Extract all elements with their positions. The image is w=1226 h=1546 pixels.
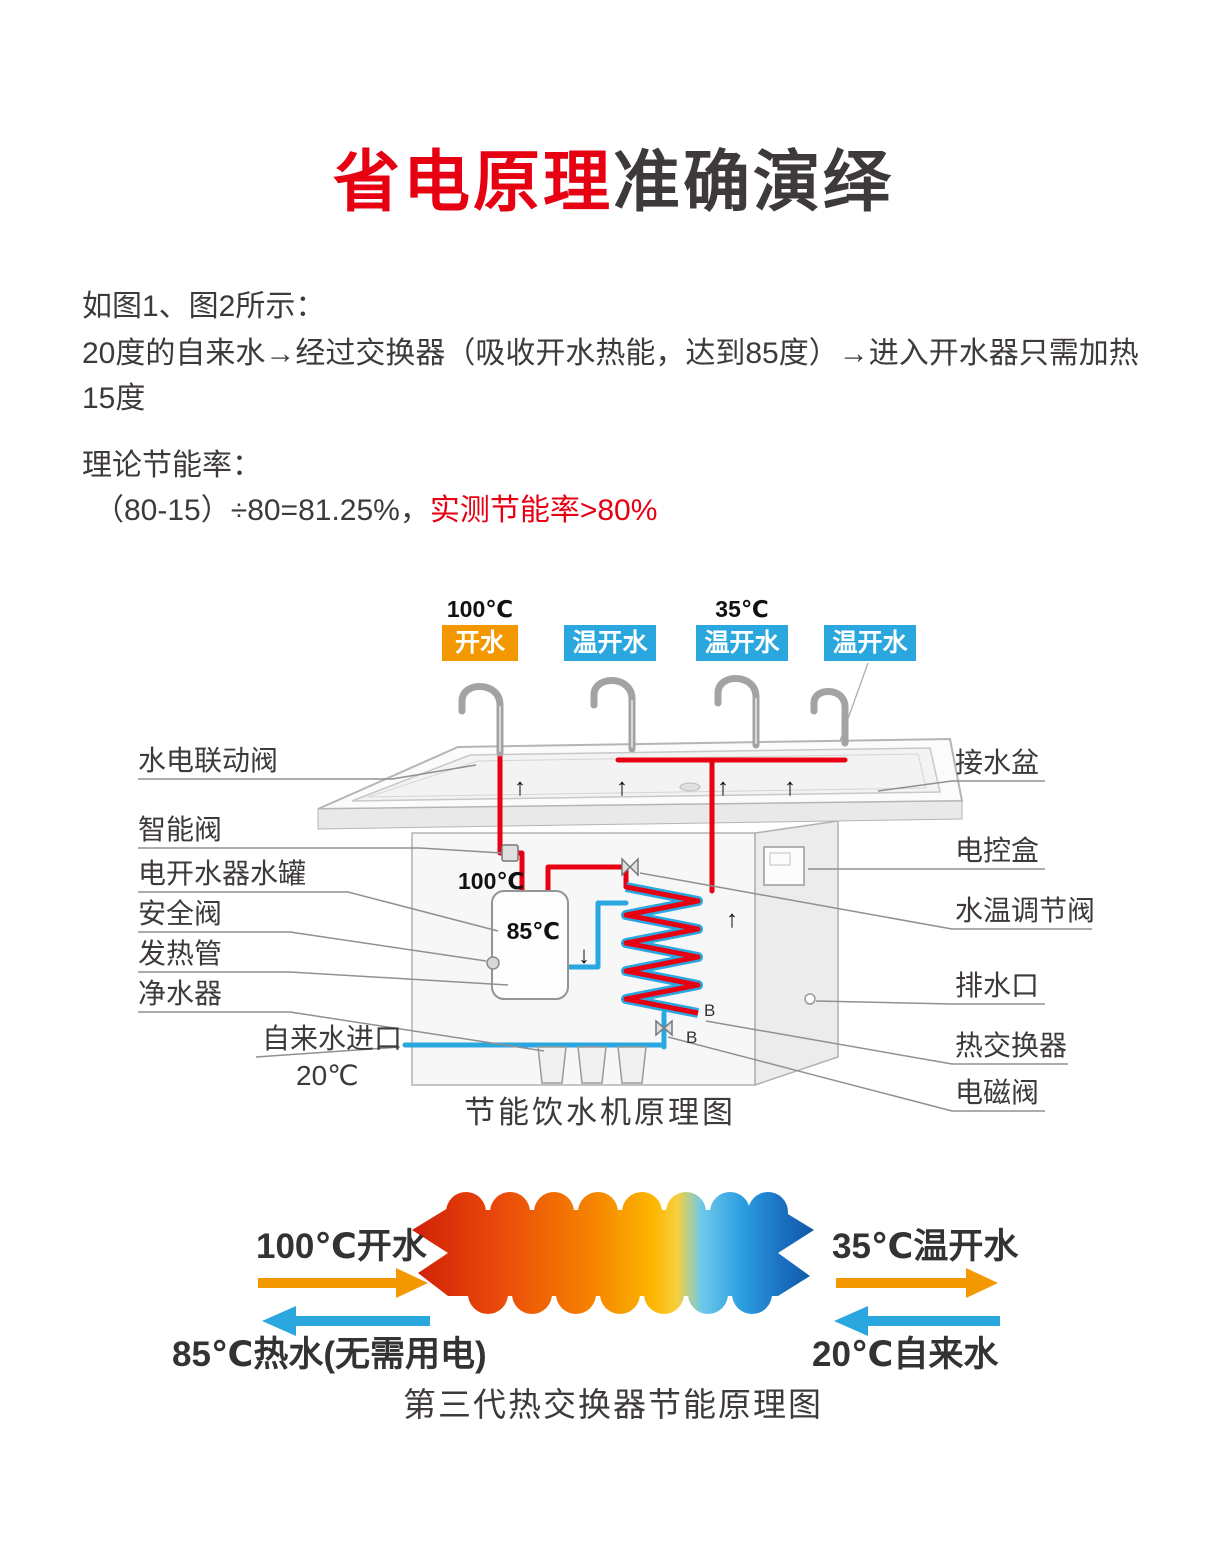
label-tap-water-inlet: 自来水进口	[262, 1023, 402, 1054]
energy-saving-formula: 理论节能率： （80-15）÷80=81.25%，实测节能率>80%	[82, 443, 1160, 533]
cold-in-arrow-left-icon	[834, 1306, 1000, 1336]
leader-lines	[138, 764, 1092, 1112]
formula-highlight: 实测节能率>80%	[429, 494, 658, 527]
title-highlight: 省电原理	[333, 145, 613, 220]
label-drain: 排水口	[955, 970, 1039, 1001]
tap-badge-warm	[696, 625, 788, 661]
right-labels: 接水盆 电控盒 水温调节阀 排水口 热交换器 电磁阀	[955, 747, 1095, 1108]
hot-out-arrow-left-icon	[262, 1306, 430, 1336]
cold-water-pipes	[402, 900, 667, 1050]
intro-line-2: 20度的自来水→经过交换器（吸收开水热能，达到85度）→进入开水器只需加热15度	[82, 337, 1139, 415]
label-boiler-tank: 电开水器水罐	[138, 858, 306, 889]
drain-outlet	[804, 993, 816, 1005]
intro-line-1: 如图1、图2所示：	[82, 290, 326, 323]
heat-exchanger-diagram: 100℃开水 35℃温开水 85℃热水(无需用电) 20℃自来水 第三代热交换器…	[172, 1192, 1019, 1423]
tank-temp-label: 100℃	[458, 868, 524, 894]
dispenser-caption: 节能饮水机原理图	[464, 1095, 736, 1130]
exchanger-caption: 第三代热交换器节能原理图	[403, 1386, 823, 1423]
water-filters	[537, 1046, 647, 1084]
tap-badge-label: 温开水	[832, 629, 908, 657]
down-arrow-icon: ↓	[578, 942, 590, 969]
warm-out-label: 35℃温开水	[832, 1227, 1019, 1266]
label-basin: 接水盆	[955, 747, 1039, 778]
faucet-icon	[714, 675, 760, 749]
label-smart-valve: 智能阀	[138, 814, 222, 845]
cold-in-label: 20℃自来水	[812, 1335, 999, 1374]
tap-badge-warm	[564, 625, 656, 661]
left-labels: 水电联动阀 智能阀 电开水器水罐 安全阀 发热管 净水器 自来水进口 20℃	[138, 745, 402, 1091]
hot-flow-arrow-right-icon	[258, 1268, 428, 1298]
intro-text: 如图1、图2所示： 20度的自来水→经过交换器（吸收开水热能，达到85度）→进入…	[82, 284, 1160, 423]
up-arrow-icon: ↑	[514, 774, 526, 801]
temp-label-warm: 35℃	[715, 596, 768, 622]
up-arrow-icon: ↑	[616, 774, 628, 801]
tap-badge-label: 温开水	[572, 629, 648, 657]
formula-label: 理论节能率：	[82, 449, 262, 482]
faucet-icon	[810, 688, 849, 747]
exchange-temp-label: 85℃	[507, 918, 560, 944]
tap-badge-warm	[824, 625, 916, 661]
label-heating-tube: 发热管	[138, 938, 222, 969]
title-rest: 准确演绎	[613, 145, 893, 220]
tap-badge-hot	[442, 625, 518, 661]
point-b-label: B	[686, 1028, 697, 1047]
up-arrow-icon: ↑	[717, 774, 729, 801]
point-b-label: B	[704, 1001, 715, 1020]
basin-drain-icon	[679, 782, 701, 792]
up-arrow-icon: ↑	[726, 906, 738, 933]
label-inlet-temp: 20℃	[296, 1060, 359, 1091]
tap-badges: 开水 温开水 温开水 温开水	[442, 625, 916, 742]
faucet-icon	[458, 683, 504, 757]
smart-valve-icon	[501, 844, 519, 862]
water-basin	[317, 737, 964, 830]
label-control-box: 电控盒	[955, 835, 1039, 866]
label-linkage-valve: 水电联动阀	[138, 745, 278, 776]
label-temp-valve: 水温调节阀	[955, 895, 1095, 926]
formula-line: （80-15）÷80=81.25%，实测节能率>80%	[82, 488, 1160, 533]
faucets	[458, 675, 849, 757]
label-safety-valve: 安全阀	[138, 898, 222, 929]
solenoid-valve-icon	[655, 1019, 673, 1037]
flow-up-arrows: ↑ ↑ ↑ ↑ ↑ ↓	[514, 774, 796, 969]
hot-in-label: 100℃开水	[256, 1227, 428, 1266]
temperature-valve-icon	[621, 857, 639, 877]
label-solenoid-valve: 电磁阀	[955, 1077, 1039, 1108]
page-title: 省电原理准确演绎	[0, 128, 1226, 225]
safety-valve-icon	[486, 956, 500, 970]
faucet-icon	[590, 677, 636, 753]
tap-badge-label: 开水	[455, 629, 506, 657]
up-arrow-icon: ↑	[784, 774, 796, 801]
temp-label-hot: 100℃	[447, 596, 513, 622]
exchanger-band	[412, 1192, 814, 1314]
hot-out-label: 85℃热水(无需用电)	[172, 1335, 487, 1374]
warm-flow-arrow-right-icon	[836, 1268, 998, 1298]
label-water-filter: 净水器	[138, 978, 222, 1009]
boiler-tank	[486, 890, 569, 1000]
formula-expression: （80-15）÷80=81.25%，	[94, 494, 430, 527]
tap-badge-label: 温开水	[704, 629, 780, 657]
dispenser-diagram: ↑ ↑ ↑ ↑ ↑ ↓ 100℃ 35℃ 开水 温开水 温开水 温开水	[138, 596, 1095, 1130]
label-heat-exchanger: 热交换器	[955, 1030, 1067, 1061]
heat-exchanger-coil	[621, 882, 703, 1018]
